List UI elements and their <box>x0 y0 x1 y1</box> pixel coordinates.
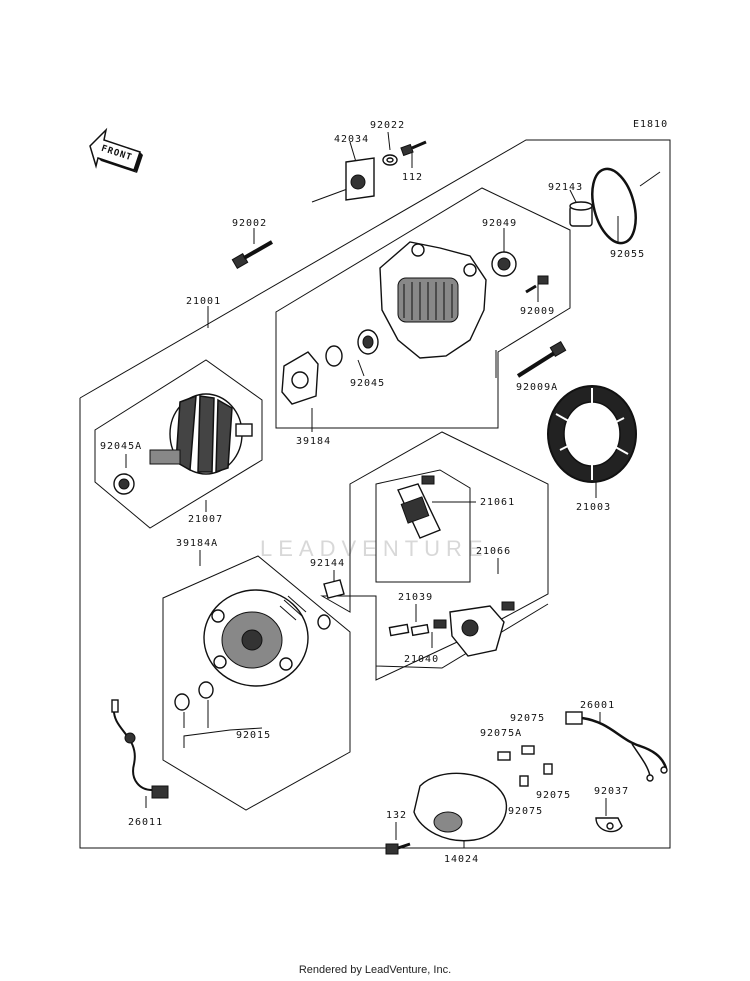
part-label-92009A: 92009A <box>516 382 558 393</box>
brush-holder-21061-icon <box>397 475 441 539</box>
part-label-92049: 92049 <box>482 218 517 229</box>
part-label-14024: 14024 <box>444 854 479 865</box>
bracket-42034-icon <box>345 157 375 201</box>
part-label-21007: 21007 <box>188 514 223 525</box>
bolt-132-icon <box>385 842 411 855</box>
part-label-92022: 92022 <box>370 120 405 131</box>
front-arrow-icon: FRONT <box>89 127 143 173</box>
diagram-code: E1810 <box>633 119 668 130</box>
cover-14024-icon <box>413 772 508 842</box>
part-label-132: 132 <box>386 810 407 821</box>
part-label-92075-bottom: 92075 <box>508 806 543 817</box>
part-label-21061: 21061 <box>480 497 515 508</box>
brush-21039-icon <box>388 623 430 637</box>
part-label-21066: 21066 <box>476 546 511 557</box>
leader-lines <box>125 131 661 848</box>
bolt-92009a-icon <box>516 340 567 378</box>
washer-92022-icon <box>382 154 398 166</box>
part-label-92045A: 92045A <box>100 441 142 452</box>
bolt-112-icon <box>400 140 427 157</box>
part-label-39184A: 39184A <box>176 538 218 549</box>
part-label-92037: 92037 <box>594 786 629 797</box>
brush-holder-frame <box>375 469 471 583</box>
bushing-92143-icon <box>569 201 593 227</box>
housing-frame <box>275 187 571 429</box>
lead-wire-26011-icon <box>111 699 169 799</box>
part-label-92055: 92055 <box>610 249 645 260</box>
spring-21040-icon <box>433 619 447 629</box>
rotor-frame <box>94 359 263 529</box>
part-label-92075A: 92075A <box>480 728 522 739</box>
stator-21003-icon <box>547 385 637 483</box>
part-label-92143: 92143 <box>548 182 583 193</box>
regulator-21066-icon <box>449 601 515 657</box>
front-housing-icon <box>379 241 487 359</box>
nut-92015-icon <box>174 614 331 711</box>
part-label-92144: 92144 <box>310 558 345 569</box>
plate-39184-icon <box>281 351 319 405</box>
part-label-92009: 92009 <box>520 306 555 317</box>
part-label-21003: 21003 <box>576 502 611 513</box>
part-label-92075-top: 92075 <box>510 713 545 724</box>
assembly-frame-outer <box>79 139 671 849</box>
clip-92144-icon <box>323 579 345 599</box>
part-label-26001: 26001 <box>580 700 615 711</box>
harness-26001-icon <box>565 711 668 782</box>
watermark: LEADVENTURE <box>260 536 489 561</box>
footer-credit: Rendered by LeadVenture, Inc. <box>298 964 452 976</box>
part-label-92075-right: 92075 <box>536 790 571 801</box>
pad-92075-icon <box>497 745 553 787</box>
part-label-21040: 21040 <box>404 654 439 665</box>
bearing-92045-icon <box>325 329 379 367</box>
part-label-42034: 42034 <box>334 134 369 145</box>
part-label-92015: 92015 <box>236 730 271 741</box>
clamp-92037-icon <box>595 817 623 833</box>
part-label-92002: 92002 <box>232 218 267 229</box>
rear-housing-frame <box>162 555 351 811</box>
bearing-92049-icon <box>491 251 517 277</box>
bolt-92002-icon <box>231 240 273 270</box>
part-label-21039: 21039 <box>398 592 433 603</box>
bearing-92045a-icon <box>113 473 135 495</box>
part-label-112: 112 <box>402 172 423 183</box>
part-label-39184: 39184 <box>296 436 331 447</box>
o-ring-92055-icon <box>591 167 637 245</box>
rear-housing-39184a-icon <box>203 589 309 687</box>
part-label-21001: 21001 <box>186 296 221 307</box>
part-label-92045: 92045 <box>350 378 385 389</box>
part-label-26011: 26011 <box>128 817 163 828</box>
screw-92009-icon <box>525 275 549 294</box>
rotor-21007-icon <box>149 393 253 475</box>
